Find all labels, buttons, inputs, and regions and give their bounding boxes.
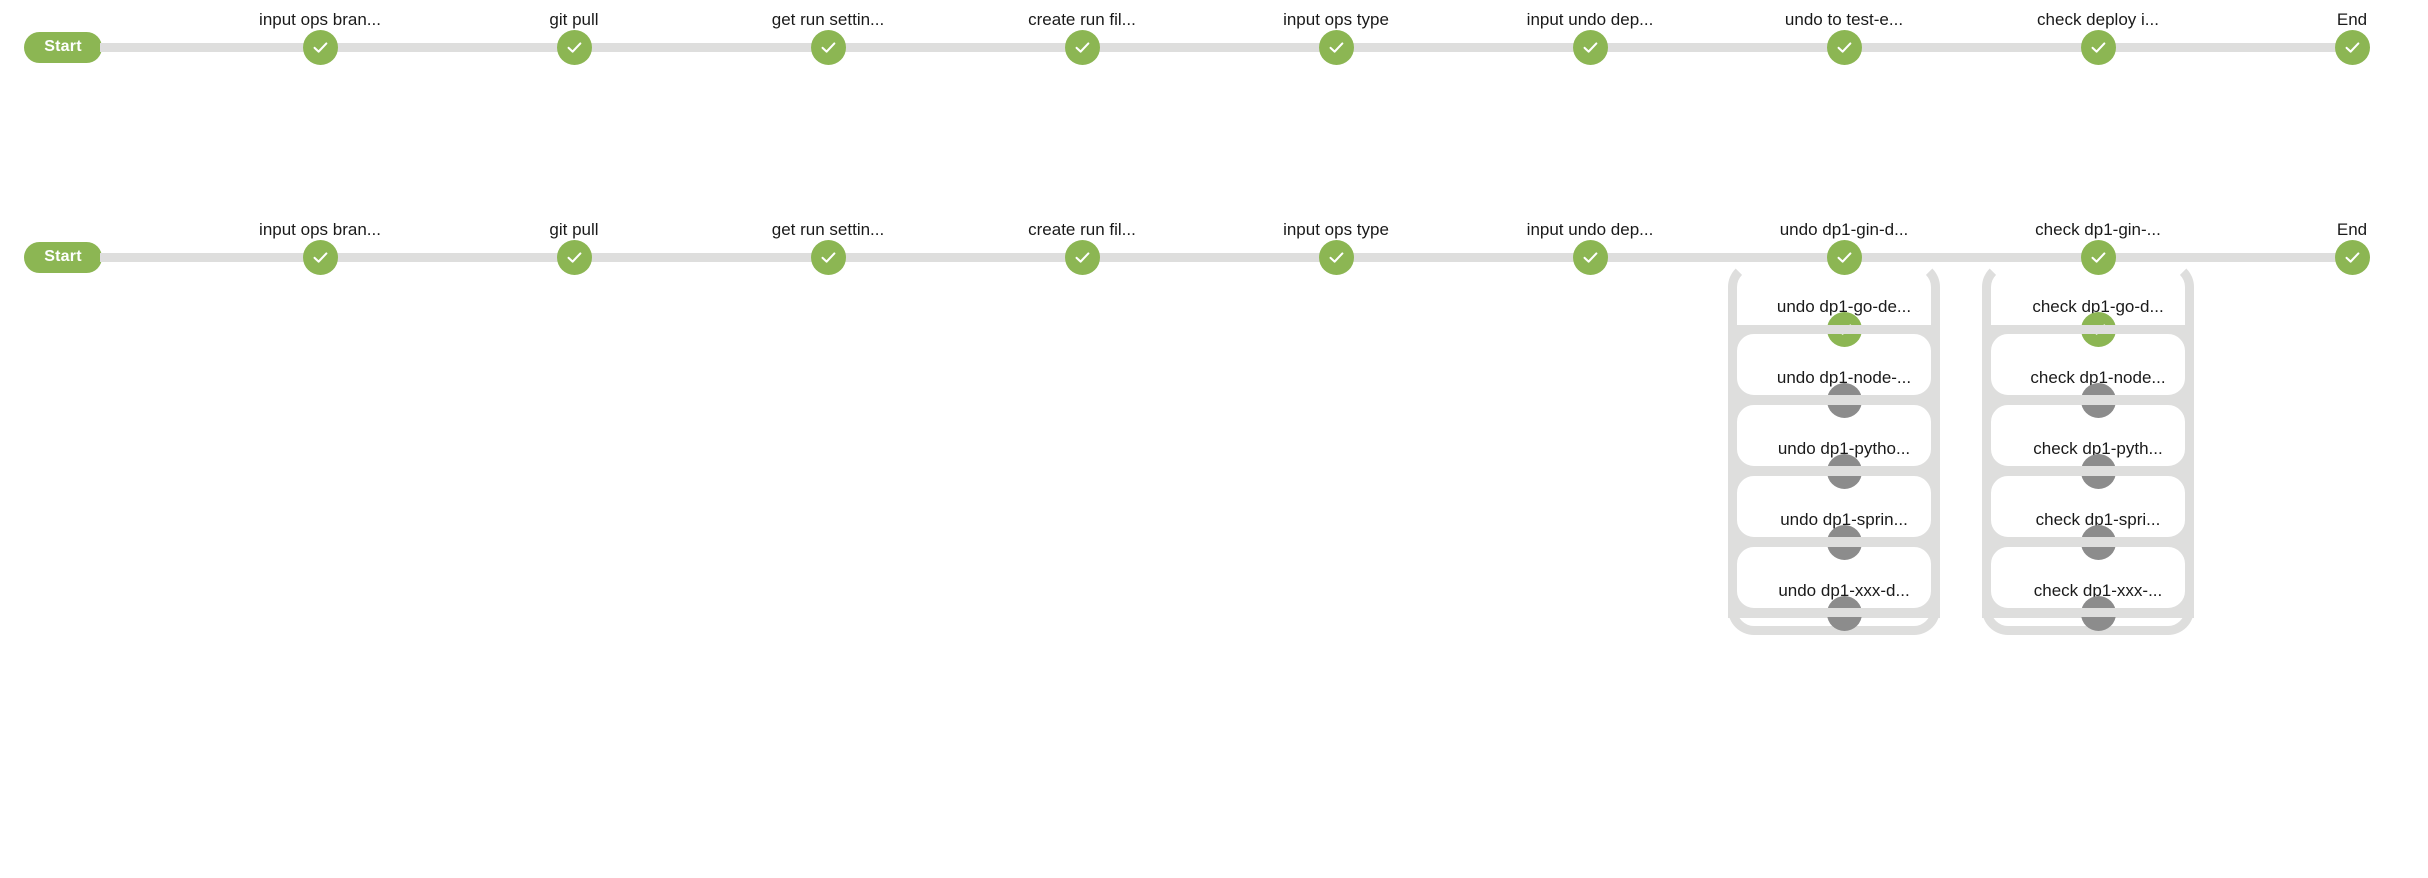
step-label: create run fil... [1028,10,1136,29]
check-icon [1073,248,1092,267]
step-node-success[interactable] [556,239,592,275]
end-node-success[interactable] [2334,29,2370,65]
step-node-success[interactable] [556,29,592,65]
step-node-success[interactable] [1064,29,1100,65]
branch-cell [1728,396,1940,475]
check-icon [311,248,330,267]
branch-step-label: check dp1-spri... [2035,510,2161,529]
check-icon [1327,248,1346,267]
step-label: undo to test-e... [1784,10,1904,29]
step-label: get run settin... [771,10,885,29]
branch-step-label: check dp1-pyth... [2033,439,2163,458]
step-label: input ops type [1283,220,1389,239]
step-node-success[interactable] [1318,29,1354,65]
check-icon [2343,38,2362,57]
step-node-success[interactable] [1826,239,1862,275]
check-icon [819,248,838,267]
branch-cell [1982,325,2194,404]
check-icon [1835,38,1854,57]
step-node-success[interactable] [1064,239,1100,275]
branch-step-label: undo dp1-node-... [1776,368,1912,387]
step-node-success[interactable] [2080,29,2116,65]
check-icon [2089,38,2108,57]
branch-cell [1982,467,2194,546]
step-label: get run settin... [771,220,885,239]
branch-cell [1982,538,2194,617]
branch-step-label: check dp1-go-d... [2032,297,2164,316]
step-label: undo dp1-gin-d... [1779,220,1909,239]
step-label: git pull [549,10,599,29]
step-node-success[interactable] [1318,239,1354,275]
branch-cell [1728,538,1940,617]
step-label: input ops bran... [259,220,381,239]
branch-cell [1728,325,1940,404]
branch-step-label: check dp1-node... [2030,368,2166,387]
branch-cell [1982,396,2194,475]
step-node-success[interactable] [302,29,338,65]
check-icon [1073,38,1092,57]
check-icon [819,38,838,57]
check-icon [311,38,330,57]
check-icon [2089,248,2108,267]
check-icon [565,38,584,57]
connector-rail [100,42,2352,52]
step-node-success[interactable] [810,239,846,275]
check-icon [2343,248,2362,267]
end-node-success[interactable] [2334,239,2370,275]
step-label: git pull [549,220,599,239]
step-label: input ops bran... [259,10,381,29]
step-node-success[interactable] [302,239,338,275]
end-label: End [2336,220,2368,239]
start-node-0[interactable]: Start [24,31,102,63]
step-label: check deploy i... [2037,10,2159,29]
branch-step-label: undo dp1-sprin... [1780,510,1908,529]
step-label: check dp1-gin-... [2035,220,2161,239]
branch-step-label: undo dp1-xxx-d... [1778,581,1910,600]
step-node-success[interactable] [810,29,846,65]
branch-step-label: undo dp1-go-de... [1776,297,1912,316]
check-icon [1581,38,1600,57]
branch-step-label: undo dp1-pytho... [1777,439,1911,458]
step-label: input undo dep... [1526,10,1654,29]
step-node-success[interactable] [1826,29,1862,65]
end-label: End [2336,10,2368,29]
start-node-1[interactable]: Start [24,241,102,273]
step-node-success[interactable] [1572,29,1608,65]
step-label: create run fil... [1028,220,1136,239]
step-node-success[interactable] [1572,239,1608,275]
check-icon [1835,248,1854,267]
check-icon [1327,38,1346,57]
step-node-success[interactable] [2080,239,2116,275]
check-icon [565,248,584,267]
branch-step-label: check dp1-xxx-... [2033,581,2163,600]
branch-cell [1728,467,1940,546]
check-icon [1581,248,1600,267]
step-label: input ops type [1283,10,1389,29]
connector-rail [100,252,2352,262]
step-label: input undo dep... [1526,220,1654,239]
